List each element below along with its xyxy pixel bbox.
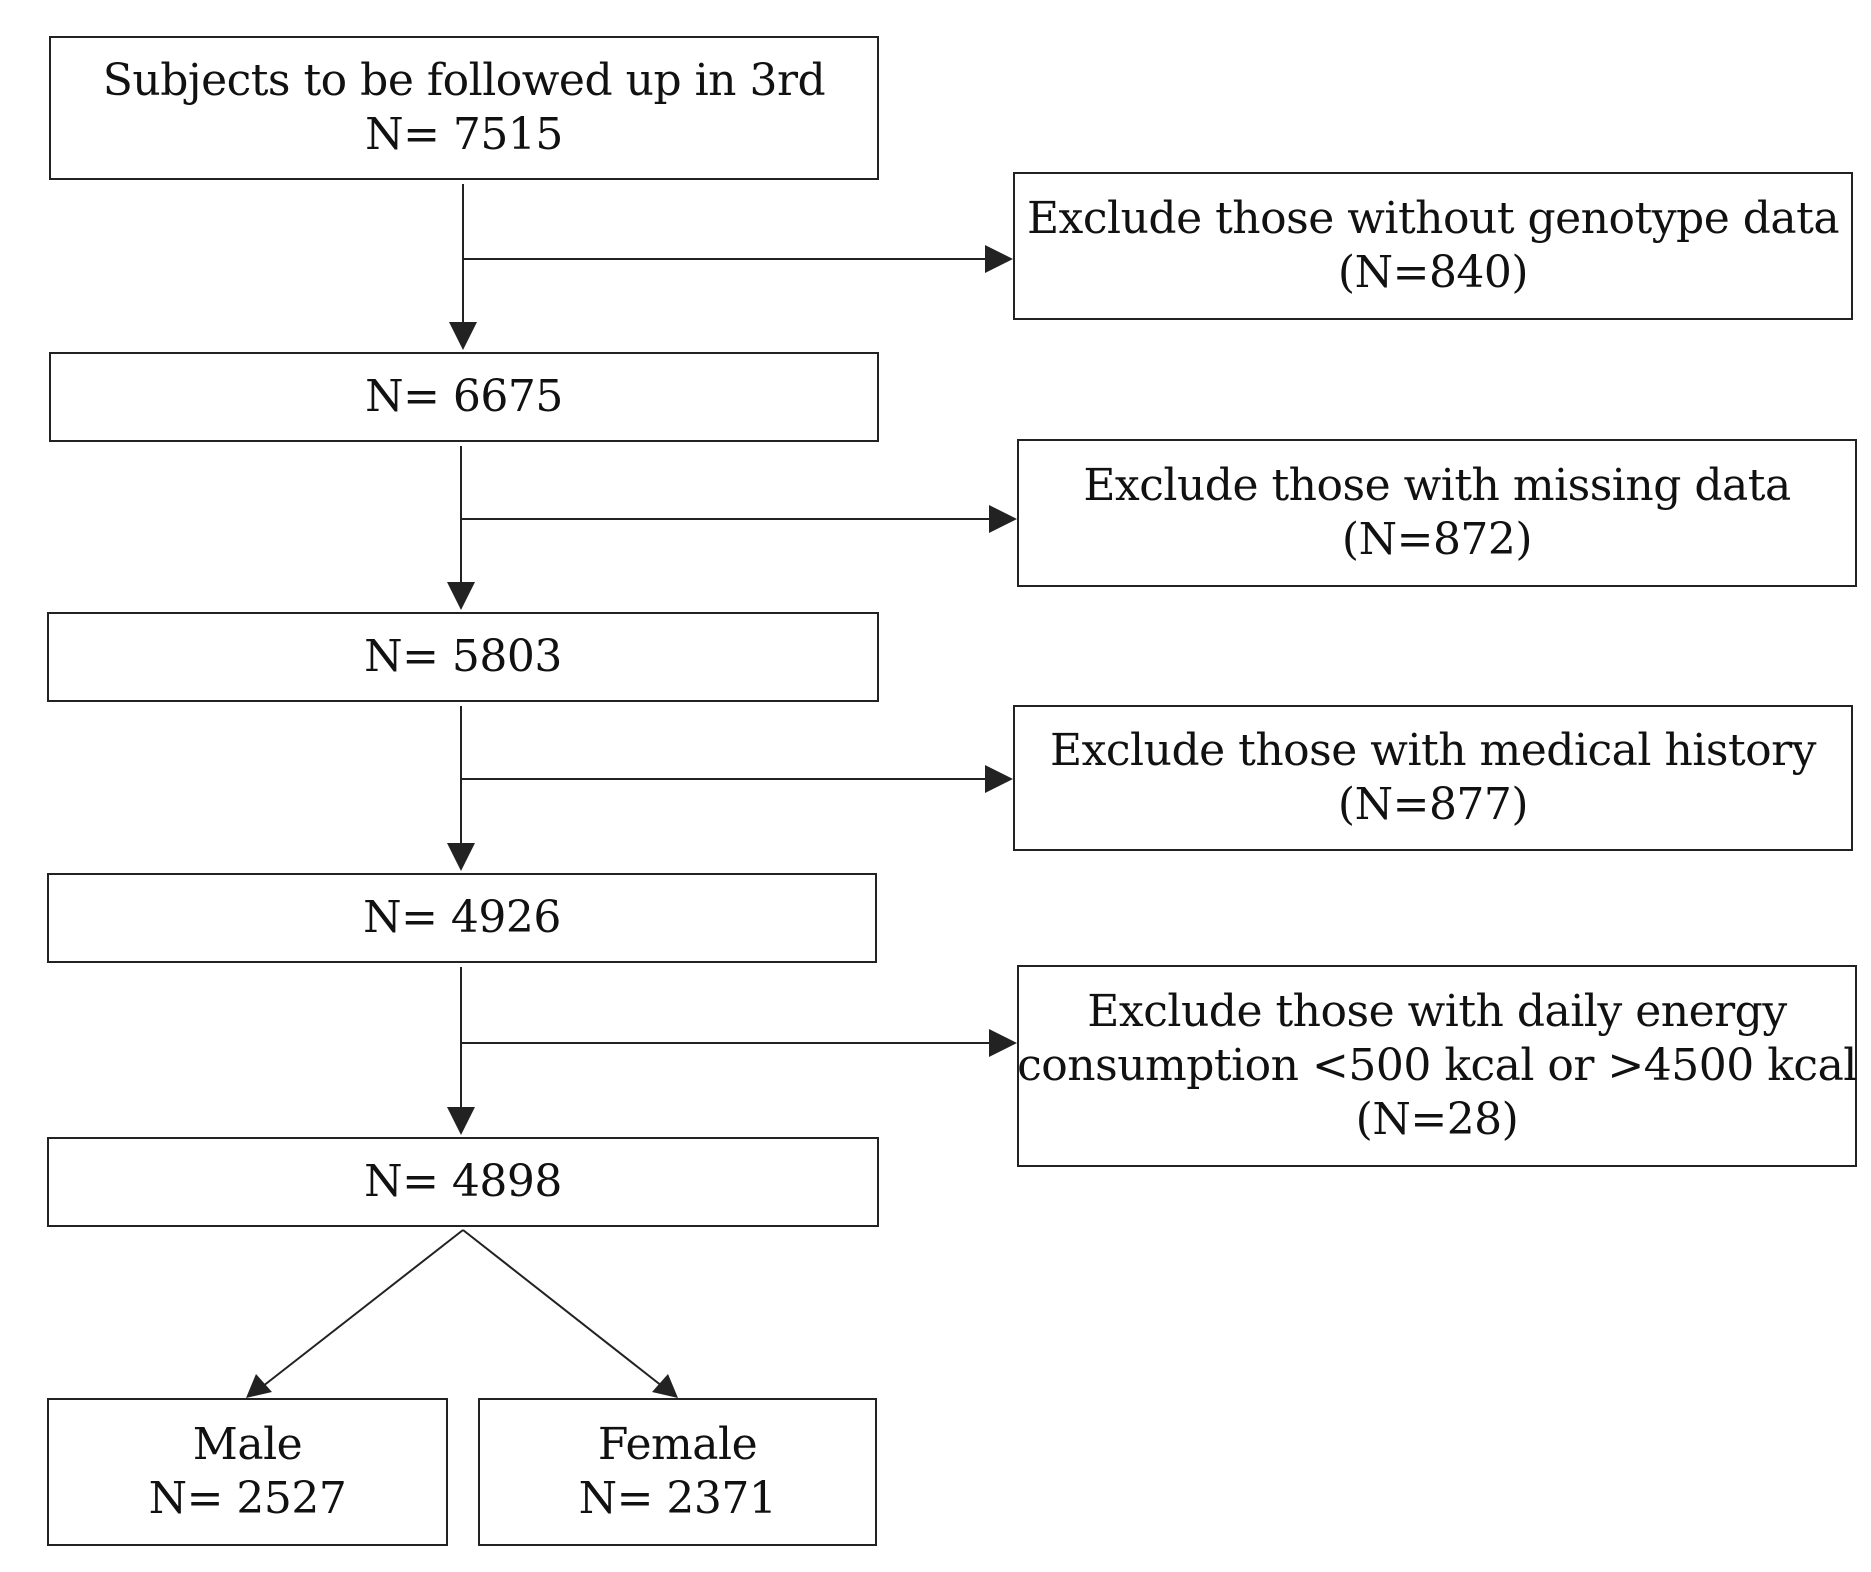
arrowhead-step3 xyxy=(447,582,475,610)
box-text: Male xyxy=(192,1419,303,1471)
box-text: Exclude those without genotype data xyxy=(1026,193,1840,245)
box-count: N= 7515 xyxy=(365,109,563,160)
box-female: Female N= 2371 xyxy=(478,1398,877,1546)
box-text: consumption <500 kcal or >4500 kcal xyxy=(1017,1040,1857,1092)
box-count: N= 5803 xyxy=(364,631,562,683)
box-subjects-followed-up: Subjects to be followed up in 3rd N= 751… xyxy=(49,36,879,180)
box-count: (N=877) xyxy=(1337,779,1529,830)
box-count: N= 6675 xyxy=(365,371,563,423)
box-text: Exclude those with medical history xyxy=(1049,725,1817,777)
arrowhead-exclusion-2 xyxy=(989,505,1017,533)
box-text: Exclude those with daily energy xyxy=(1087,986,1787,1038)
box-count: N= 2371 xyxy=(578,1473,777,1524)
box-count: N= 4898 xyxy=(364,1156,562,1208)
arrowhead-step4 xyxy=(447,843,475,871)
box-count-5803: N= 5803 xyxy=(47,612,879,702)
arrowhead-step2 xyxy=(449,322,477,350)
box-exclude-medical-history: Exclude those with medical history (N=87… xyxy=(1013,705,1853,851)
arrowhead-exclusion-3 xyxy=(985,765,1013,793)
box-text: Subjects to be followed up in 3rd xyxy=(102,55,826,107)
arrowhead-step5 xyxy=(447,1107,475,1135)
arrowhead-exclusion-1 xyxy=(985,245,1013,273)
box-count: (N=28) xyxy=(1355,1093,1519,1145)
box-count-4898: N= 4898 xyxy=(47,1137,879,1227)
box-count-6675: N= 6675 xyxy=(49,352,879,442)
arrowhead-male xyxy=(246,1374,272,1398)
box-exclude-missing-data: Exclude those with missing data (N=872) xyxy=(1017,439,1857,587)
box-exclude-energy-consumption: Exclude those with daily energy consumpt… xyxy=(1017,965,1857,1167)
box-count-4926: N= 4926 xyxy=(47,873,877,963)
box-text: Female xyxy=(597,1419,758,1471)
box-count: (N=872) xyxy=(1341,514,1533,565)
box-text: Exclude those with missing data xyxy=(1083,460,1791,512)
arrow-to-female xyxy=(462,1229,668,1391)
arrow-to-male xyxy=(257,1229,464,1391)
arrowhead-exclusion-4 xyxy=(989,1029,1017,1057)
box-count: N= 4926 xyxy=(363,892,561,944)
arrowhead-female xyxy=(652,1374,678,1398)
box-count: N= 2527 xyxy=(148,1473,347,1524)
box-count: (N=840) xyxy=(1337,247,1529,298)
box-male: Male N= 2527 xyxy=(47,1398,448,1546)
box-exclude-no-genotype: Exclude those without genotype data (N=8… xyxy=(1013,172,1853,320)
